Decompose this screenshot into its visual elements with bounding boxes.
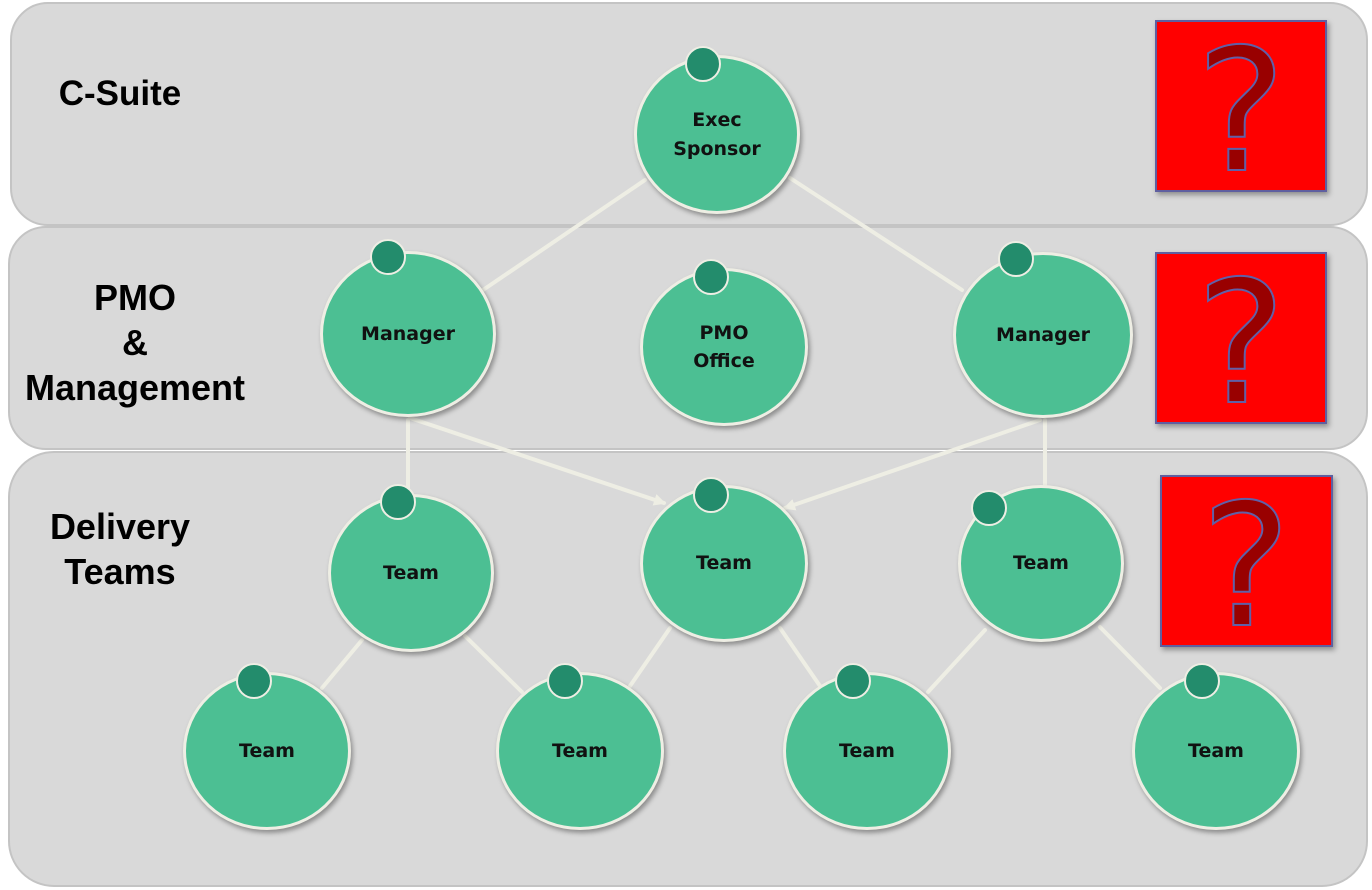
question-mark-icon: ? [1195, 22, 1287, 190]
connector-team-mid-left-to-bottom-1 [320, 638, 364, 690]
team-mid-left-label: Team [383, 561, 439, 584]
team-bottom-3-dot [835, 663, 871, 699]
question-mark-glyph: ? [1201, 477, 1291, 645]
team-bottom-4-label: Team [1188, 739, 1244, 762]
exec-sponsor-dot [685, 46, 721, 82]
team-mid-right-label: Team [1013, 552, 1069, 575]
connector-exec-to-manager-left [481, 178, 647, 292]
team-bottom-1-dot [236, 663, 272, 699]
pmo-management-label: PMO & Management [24, 277, 246, 408]
manager-right-node: Manager [953, 252, 1133, 418]
connector-team-center-to-bottom-3 [778, 626, 822, 688]
pmo-office-dot [693, 259, 729, 295]
pmo-office-label: PMO Office [693, 321, 755, 373]
pmo-office-node: PMO Office [640, 268, 808, 426]
exec-sponsor-node: Exec Sponsor [634, 55, 800, 214]
team-bottom-1-label: Team [239, 739, 295, 762]
connector-team-mid-right-to-bottom-4 [1098, 625, 1162, 690]
question-mark-icon: ? [1195, 254, 1287, 422]
question-mark-glyph: ? [1196, 22, 1286, 190]
team-mid-center-node: Team [640, 485, 808, 642]
team-mid-center-label: Team [696, 552, 752, 575]
team-bottom-3-label: Team [839, 739, 895, 762]
delivery-teams-label: Delivery Teams [49, 506, 191, 592]
manager-left-dot [370, 239, 406, 275]
arrow-manager-right-to-team-center [783, 418, 1042, 511]
team-bottom-3-node: Team [783, 672, 951, 830]
team-bottom-4-node: Team [1132, 672, 1300, 830]
connector-team-center-to-bottom-2 [628, 626, 672, 688]
question-mark-glyph: ? [1196, 254, 1286, 422]
question-box-pmo: ? [1155, 252, 1327, 424]
team-bottom-4-dot [1184, 663, 1220, 699]
team-bottom-1-node: Team [183, 672, 351, 830]
question-mark-icon: ? [1200, 477, 1292, 645]
team-mid-right-dot [971, 490, 1007, 526]
connector-team-mid-left-to-bottom-2 [463, 634, 524, 694]
manager-right-label: Manager [996, 323, 1090, 346]
arrow-manager-left-to-team-center [408, 416, 666, 506]
manager-left-node: Manager [320, 251, 496, 417]
team-bottom-2-node: Team [496, 672, 664, 830]
manager-left-label: Manager [361, 322, 455, 345]
team-bottom-2-dot [547, 663, 583, 699]
team-bottom-2-label: Team [552, 739, 608, 762]
question-box-csuite: ? [1155, 20, 1327, 192]
exec-sponsor-label: Exec Sponsor [673, 109, 761, 160]
manager-right-dot [998, 241, 1034, 277]
team-mid-left-node: Team [328, 494, 494, 652]
connector-team-mid-right-to-bottom-3 [926, 628, 987, 694]
connector-exec-to-manager-right [788, 176, 964, 292]
question-box-delivery: ? [1160, 475, 1333, 647]
team-mid-left-dot [380, 484, 416, 520]
team-mid-center-dot [693, 477, 729, 513]
c-suite-label: C-Suite [58, 74, 182, 113]
